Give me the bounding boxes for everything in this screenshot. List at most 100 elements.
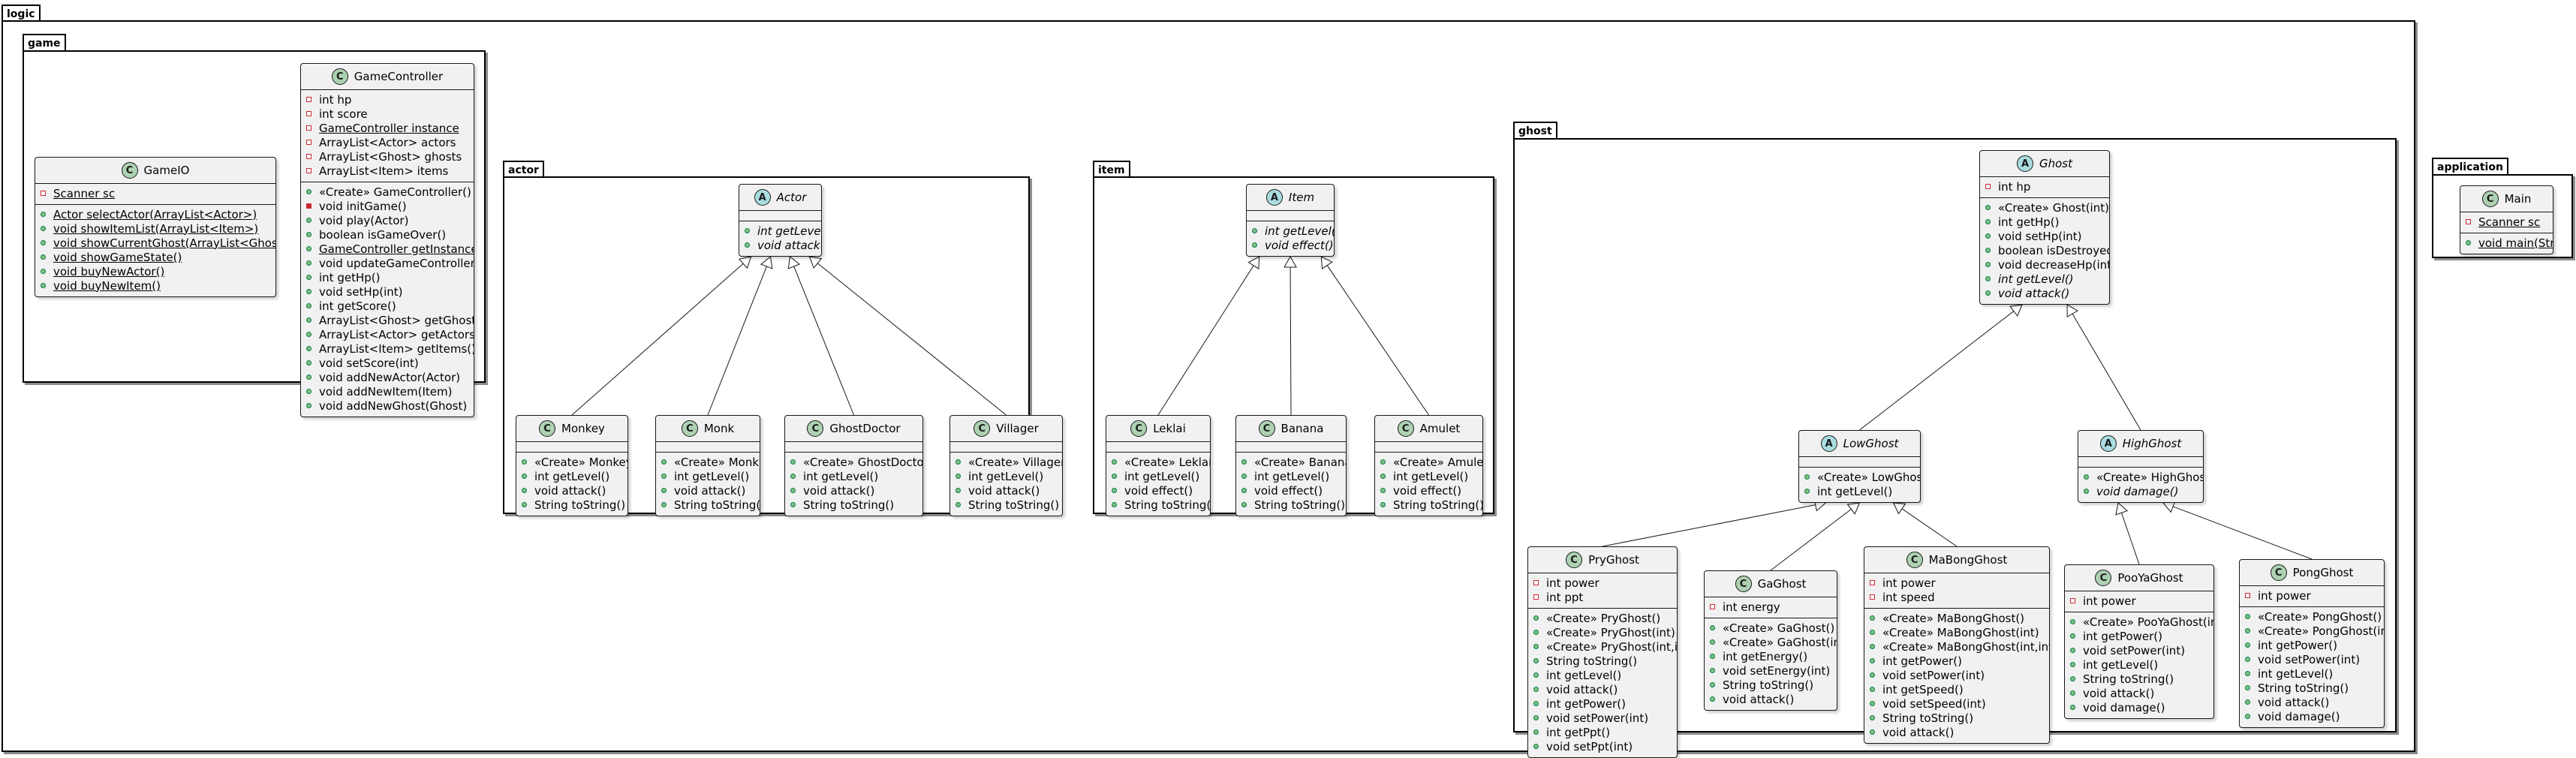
- class-fields: int power: [2240, 585, 2384, 606]
- class-name: Amulet: [1419, 422, 1461, 435]
- class-field-row: int power: [1864, 576, 2049, 590]
- method-void-attack: void attack(): [757, 238, 822, 252]
- public-visibility-icon: [2070, 705, 2075, 710]
- private-visibility-icon: [306, 111, 311, 116]
- class-method-row: void showItemList(ArrayList<Item>): [35, 221, 275, 236]
- class-name: Main: [2504, 192, 2532, 206]
- class-method-row: void initGame(): [301, 199, 474, 213]
- class-method-row: void showCurrentGhost(ArrayList<Ghost>): [35, 236, 275, 250]
- class-field-row: ArrayList<Item> items: [301, 164, 474, 178]
- class-methods: Actor selectActor(ArrayList<Actor>)void …: [35, 204, 275, 296]
- class-field-row: int power: [2240, 588, 2384, 603]
- field-arraylist-ghost-ghosts: ArrayList<Ghost> ghosts: [319, 149, 462, 164]
- private-visibility-icon: [1870, 580, 1875, 585]
- inheritance-arrowhead-leklai-item: [1247, 256, 1260, 269]
- method-void-effect: void effect(): [1254, 483, 1323, 498]
- public-visibility-icon: [1533, 672, 1539, 678]
- public-visibility-icon: [2245, 685, 2250, 690]
- method-void-effect: void effect(): [1124, 483, 1193, 498]
- class-method-row: void setSpeed(int): [1864, 696, 2049, 711]
- class-method-row: void damage(): [2078, 484, 2203, 498]
- inheritance-arrowhead-amulet-item: [1320, 256, 1333, 269]
- method-create-pryghost-int: «Create» PryGhost(int): [1546, 625, 1675, 639]
- inheritance-arrowhead-pooyaghost-highghost: [2115, 502, 2129, 516]
- method-void-addnewitem-item: void addNewItem(Item): [319, 384, 453, 399]
- class-name: MaBongGhost: [1928, 553, 2008, 567]
- public-visibility-icon: [1710, 668, 1715, 673]
- class-method-row: «Create» Amulet(): [1375, 455, 1482, 469]
- public-visibility-icon: [1870, 630, 1875, 635]
- class-method-row: void effect(): [1106, 483, 1210, 498]
- inheritance-arrowhead-banana-item: [1283, 255, 1297, 268]
- class-name: Leklai: [1153, 422, 1186, 435]
- public-visibility-icon: [1985, 290, 1991, 296]
- method-void-addnewghost-ghost: void addNewGhost(Ghost): [319, 399, 468, 413]
- method-void-setppt-int: void setPpt(int): [1546, 739, 1633, 753]
- class-fields: int power: [2065, 591, 2213, 612]
- field-int-hp: int hp: [319, 92, 352, 107]
- public-visibility-icon: [1533, 615, 1539, 621]
- class-fields: int energy: [1705, 597, 1837, 618]
- class-method-row: int getScore(): [301, 299, 474, 313]
- class-fields: Scanner sc: [2460, 212, 2553, 233]
- public-visibility-icon: [2070, 648, 2075, 653]
- class-method-row: «Create» Monk(): [656, 455, 760, 469]
- inheritance-arrowhead-ghostdoctor-actor: [787, 256, 801, 269]
- method-create-highghost: «Create» HighGhost(): [2096, 470, 2204, 484]
- class-method-row: void setPower(int): [2240, 652, 2384, 666]
- public-visibility-icon: [1985, 248, 1991, 253]
- class-method-row: void setPower(int): [1864, 668, 2049, 682]
- public-visibility-icon: [745, 228, 750, 233]
- class-method-row: String toString(): [1705, 678, 1837, 692]
- method-int-getlevel: int getLevel(): [534, 469, 610, 483]
- class-field-row: int power: [2065, 594, 2213, 608]
- method-int-getlevel: int getLevel(): [1124, 469, 1200, 483]
- public-visibility-icon: [955, 474, 961, 479]
- method-void-showitemlist-arraylist-item: void showItemList(ArrayList<Item>): [53, 221, 259, 236]
- class-method-row: ArrayList<Item> getItems(): [301, 341, 474, 356]
- inheritance-line-mabongghost-lowghost: [1901, 508, 1958, 547]
- class-method-row: ArrayList<Ghost> getGhosts(): [301, 313, 474, 327]
- class-name: Villager: [996, 422, 1039, 435]
- class-field-row: Scanner sc: [35, 186, 275, 200]
- class-method-row: void attack(): [2065, 686, 2213, 700]
- class-field-row: GameController instance: [301, 121, 474, 135]
- class-fields: [1799, 456, 1920, 467]
- public-visibility-icon: [1710, 696, 1715, 702]
- class-field-row: int hp: [1980, 179, 2109, 194]
- private-visibility-icon: [306, 203, 311, 209]
- class-method-row: int getEnergy(): [1705, 649, 1837, 663]
- inheritance-arrowhead-monk-actor: [760, 256, 773, 269]
- class-method-row: int getLevel(): [656, 469, 760, 483]
- class-fields: int hp: [1980, 176, 2109, 197]
- class-methods: «Create» Monkey()int getLevel()void atta…: [516, 452, 627, 516]
- class-method-row: void damage(): [2240, 709, 2384, 723]
- method-int-getpower: int getPower(): [2083, 629, 2163, 643]
- class-field-row: Scanner sc: [2460, 215, 2553, 229]
- class-method-row: int getHp(): [1980, 215, 2109, 229]
- method-string-tostring: String toString(): [1393, 498, 1483, 512]
- class-icon: C: [539, 420, 556, 437]
